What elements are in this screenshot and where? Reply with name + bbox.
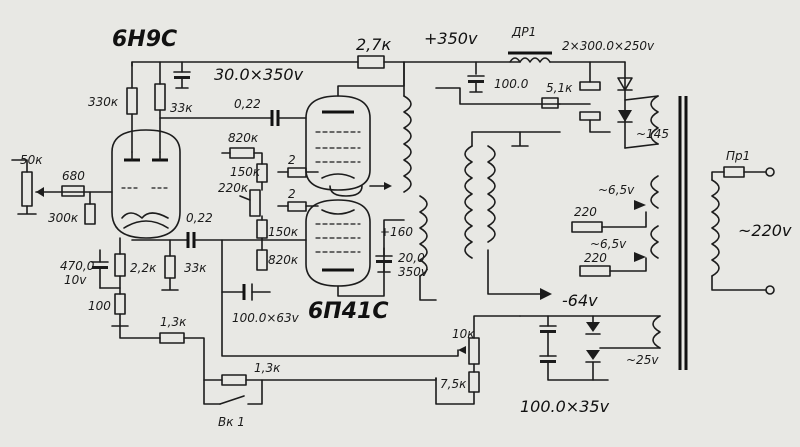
label-heater-2: ~6,5v [590,237,627,251]
pot-volume [21,171,33,207]
resistor-rg3 [249,189,261,217]
resistor-rg5 [256,249,268,271]
label-cc1: 0,22 [234,97,261,111]
label-ra2: 33к [170,101,193,115]
label-heater-1: ~6,5v [598,183,635,197]
pt-winding-145 [650,95,659,145]
tube-output-1 [305,95,371,191]
label-neg-bias: -64v [562,291,598,310]
resistor-grid-leak [84,203,96,225]
label-hv: +350v [424,29,478,48]
label-filter-cap: 30.0×350v [214,65,304,84]
label-rk2: 33к [184,261,207,275]
resistor-grid-stop [61,185,85,197]
mains-terminal-1 [765,167,775,177]
fuse-pr1 [723,166,745,178]
label-cc2: 0,22 [186,211,213,225]
label-rg4: 150к [268,225,299,239]
label-rf2: 1,3к [254,361,281,375]
preamp-cathode [121,212,169,219]
label-choke: ДР1 [511,25,536,39]
preamp-heater [123,220,169,229]
pt-heater-2 [650,225,659,259]
label-winding-145: ~145 [636,127,669,141]
label-rg2: 150к [230,165,261,179]
resistor-ra1 [126,87,138,115]
label-v160: +160 [380,225,413,239]
pt-winding-center [487,145,496,243]
label-ck-out: 20,0 [398,251,425,265]
resistor-rf2 [221,374,247,386]
label-rg5: 820к [268,253,299,267]
resistor-heater-1 [571,221,603,233]
label-rf1: 1,3к [160,315,187,329]
label-grid-leak: 300к [48,211,79,225]
switch-vk1[interactable] [219,395,245,405]
label-rg1: 820к [228,131,259,145]
label-bias-resistor: 7,5к [440,377,467,391]
label-heater-r1: 220 [574,205,597,219]
pt-primary [711,179,720,277]
label-winding-25: ~25v [626,353,659,367]
label-c100: 100.0×63v [232,311,300,325]
pt-heater-1 [650,175,659,209]
label-choke-cap: 100.0 [494,77,529,91]
pt-winding-left [464,145,473,259]
cap-filter-plate [174,76,190,79]
label-dropper: 2,7к [356,35,391,54]
label-g2-resistor: 5,1к [546,81,573,95]
tube-preamp-envelope [111,129,181,239]
label-rs2: 2 [288,187,296,201]
label-reservoir-caps: 2×300.0×250v [562,39,655,53]
label-grid-stop: 680 [62,169,85,183]
resistor-rf1 [159,332,185,344]
resistor-g2 [541,97,559,109]
title-output-tube: 6П41С [308,299,388,324]
diode-bias-1 [586,322,600,332]
cap-ck-plate [92,266,108,269]
label-ra1: 330к [88,95,119,109]
resistor-heater-2 [579,265,611,277]
cap-choke-plate [468,80,484,83]
diode-d2 [618,110,632,122]
label-r100: 100 [88,299,111,313]
label-rk: 2,2к [130,261,157,275]
resistor-ra2 [154,83,166,111]
diode-bias-2 [586,350,600,360]
label-ck: 470,0 [60,259,95,273]
pot-bias [468,337,480,365]
label-bias-caps: 100.0×35v [520,397,610,416]
label-mains: ~220v [738,221,792,240]
label-ck-v: 10v [64,273,87,287]
pot-wiper [36,187,44,197]
resistor-rs2 [287,201,307,212]
resistor-rk2 [164,255,176,279]
resistor-rk [114,253,126,277]
resistor-dropper [357,55,385,69]
label-bias-pot: 10к [452,327,475,341]
ot-primary-a [403,95,412,193]
label-pot: 50к [20,153,43,167]
mains-terminal-2 [765,285,775,295]
diode-d1 [617,77,633,91]
label-heater-r2: 220 [584,251,607,265]
label-switch: Вк 1 [218,415,245,429]
resistor-rg1 [229,147,255,159]
resistor-rs1 [287,167,307,178]
choke-coil [509,57,551,63]
resistor-rg4 [256,219,268,239]
label-rg3: 220к [218,181,249,195]
resistor-bias [468,371,480,393]
resistor-r100 [114,293,126,315]
input-wire [11,159,28,173]
pt-winding-25 [652,315,661,349]
label-rs1: 2 [288,153,296,167]
title-preamp-tube: 6Н9С [112,27,177,52]
ot-primary-b [419,195,428,277]
label-fuse: Пр1 [726,149,750,163]
tube-output-2 [305,199,371,287]
